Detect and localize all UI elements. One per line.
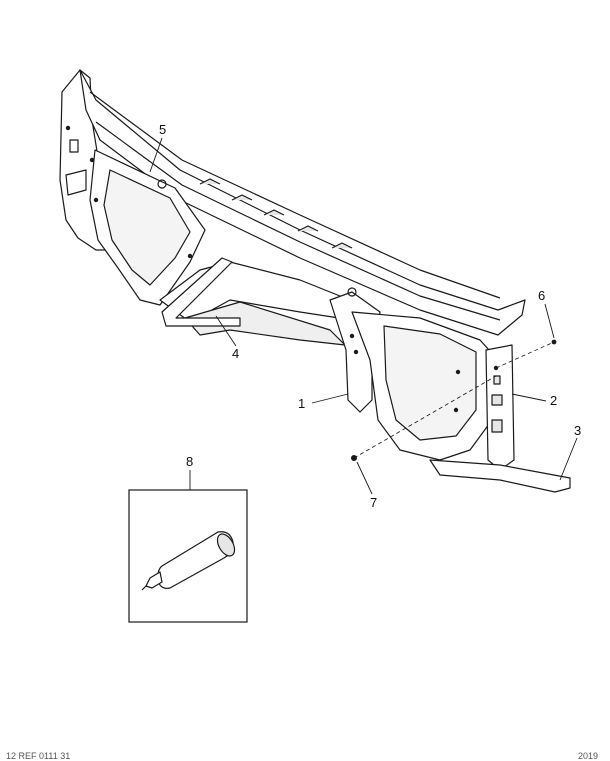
callout-4: 4 <box>232 346 239 361</box>
callout-2: 2 <box>550 393 557 408</box>
alignment-lines <box>353 341 555 459</box>
alignment-line-7 <box>353 375 497 459</box>
grommet <box>347 287 357 297</box>
right-opening-hole <box>383 325 477 441</box>
left-opening-hole <box>103 169 191 286</box>
tube-nozzle <box>145 571 163 589</box>
tube-cap <box>216 533 236 557</box>
bolt <box>89 157 95 163</box>
callout-3: 3 <box>574 423 581 438</box>
leader-3 <box>559 437 578 481</box>
left-brace <box>161 257 241 327</box>
rail-inner-line <box>89 91 501 299</box>
bolt <box>349 333 355 339</box>
crossmember-lower <box>184 301 346 346</box>
bolt <box>65 125 71 131</box>
leader-6 <box>544 303 555 339</box>
sealant-tube-icon <box>141 531 236 591</box>
grommet <box>157 179 167 189</box>
top-cowl-rail <box>79 69 526 336</box>
bolt <box>187 253 193 259</box>
callout-6: 6 <box>538 288 545 303</box>
tube-tip <box>141 585 147 591</box>
figure-year: 2019 <box>578 752 599 761</box>
bolts <box>65 125 557 461</box>
figure-reference: 12 REF 0111 31 <box>6 752 71 761</box>
callout-7: 7 <box>370 495 377 510</box>
callout-labels: 1 2 3 4 5 6 7 8 <box>159 122 581 510</box>
leader-5 <box>149 137 163 173</box>
alignment-line-6 <box>495 341 555 369</box>
vent-bumps <box>199 178 353 249</box>
leader-4 <box>215 315 237 347</box>
right-foot-bracket <box>429 459 571 493</box>
cowl-panel-assembly <box>59 69 571 493</box>
leader-7 <box>356 461 373 495</box>
sealant-tube-detail <box>128 489 248 623</box>
left-pillar-detail <box>65 139 87 196</box>
callout-5: 5 <box>159 122 166 137</box>
rail-lower-line <box>95 121 501 321</box>
leader-2 <box>511 393 547 402</box>
callout-1: 1 <box>298 396 305 411</box>
bolt <box>93 197 99 203</box>
callout-8: 8 <box>186 454 193 469</box>
leader-lines <box>149 137 578 495</box>
bolt <box>353 349 359 355</box>
right-side-panel <box>485 344 515 471</box>
right-side-slots <box>491 375 503 433</box>
leader-1 <box>311 393 349 404</box>
bolt <box>453 407 459 413</box>
bolt <box>455 369 461 375</box>
